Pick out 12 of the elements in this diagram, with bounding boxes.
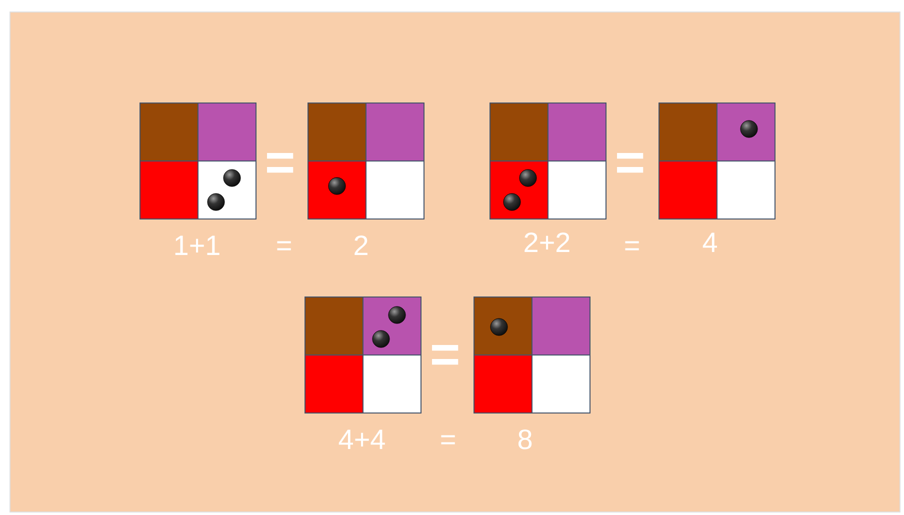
equals-sign: = [276,232,292,260]
equation-text: 2+2 [523,229,571,257]
equals-sign: = [614,137,646,189]
result-number: 2 [353,232,369,260]
equation-text: 1+1 [173,232,221,260]
result-number: 8 [517,426,533,454]
equation-text: 4+4 [338,426,386,454]
equals-sign: = [624,232,640,260]
result-number: 4 [702,229,718,257]
equals-sign: = [430,329,460,381]
equals-sign: = [440,426,456,454]
equals-sign: = [264,137,296,189]
